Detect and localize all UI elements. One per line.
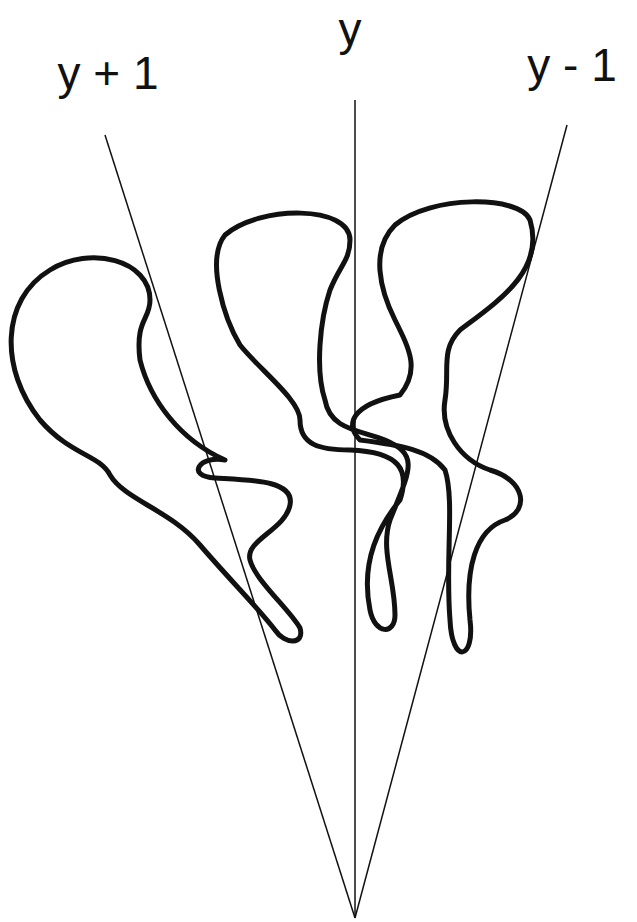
position-label: y + 1	[57, 50, 158, 96]
position-label: y - 1	[527, 42, 616, 88]
axis-line	[355, 125, 567, 918]
axis-line	[105, 135, 355, 918]
axis-line	[354, 100, 356, 918]
chain-outline	[353, 202, 533, 652]
position-label: y	[339, 6, 362, 52]
chain-outline	[11, 258, 301, 641]
